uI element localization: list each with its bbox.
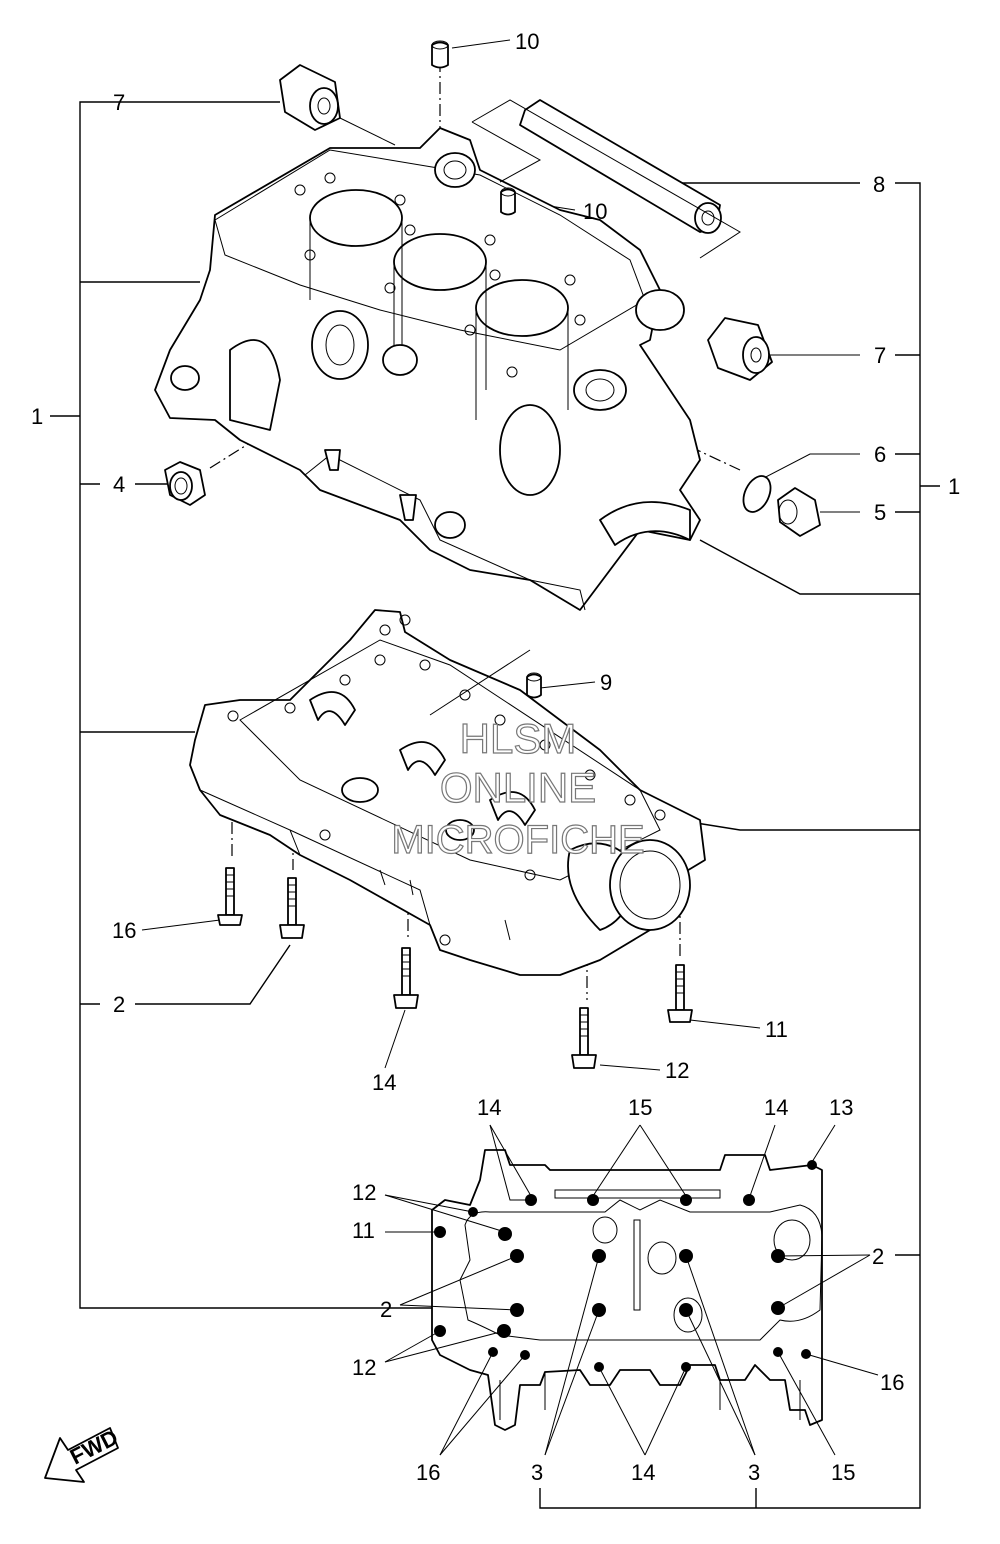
cylinder-bore-2 — [393, 233, 487, 291]
engine-mount-7-left — [279, 64, 396, 146]
callout-4: 4 — [113, 472, 125, 497]
callout-8: 8 — [873, 172, 885, 197]
callout-11-bottom: 11 — [352, 1218, 375, 1243]
callout-labels: 10 10 8 7 7 6 5 4 1 1 9 16 2 14 11 12 14… — [31, 29, 960, 1485]
callout-14-bottom-left: 14 — [477, 1095, 501, 1120]
callout-6: 6 — [874, 442, 886, 467]
engine-mount-7-right — [707, 317, 773, 381]
plug-4 — [164, 461, 206, 506]
callout-13: 13 — [829, 1095, 853, 1120]
callout-10-top: 10 — [515, 29, 539, 54]
callout-15-top: 15 — [628, 1095, 652, 1120]
upper-crankcase — [154, 127, 701, 611]
callout-1-left: 1 — [31, 404, 43, 429]
callout-14-upper: 14 — [372, 1070, 396, 1095]
callout-5: 5 — [874, 500, 886, 525]
watermark-line-2: ONLINE — [440, 764, 596, 811]
callout-14-bottom-right: 14 — [764, 1095, 788, 1120]
watermark: HLSM ONLINE MICROFICHE — [391, 714, 646, 862]
deck-bolt-holes — [294, 172, 586, 378]
watermark-line-3: MICROFICHE — [391, 818, 644, 862]
callout-16-upper: 16 — [112, 918, 136, 943]
callout-16-right: 16 — [880, 1370, 904, 1395]
fwd-label: FWD — [66, 1424, 122, 1469]
cylinder-bore-3 — [475, 279, 569, 337]
crankcase-bottom-view — [384, 1124, 879, 1456]
callout-14-bottom: 14 — [631, 1460, 655, 1485]
bolt-11 — [667, 964, 693, 1023]
dowel-pin-10-mid — [500, 187, 516, 216]
fwd-arrow-icon: FWD — [44, 1424, 122, 1483]
callout-12-upper: 12 — [665, 1058, 689, 1083]
plug-5 — [777, 487, 821, 537]
callout-10-mid: 10 — [583, 199, 607, 224]
bolt-2-lower — [279, 877, 305, 939]
bolt-14-lower — [393, 947, 419, 1009]
callout-12-lower: 12 — [352, 1355, 376, 1380]
collar-8 — [471, 99, 741, 259]
callout-15-bottom: 15 — [831, 1460, 855, 1485]
lower-crankcase — [189, 609, 706, 976]
watermark-line-1: HLSM — [460, 715, 577, 762]
callout-3-left: 3 — [531, 1460, 543, 1485]
callout-2-left: 2 — [380, 1297, 392, 1322]
cylinder-bore-1 — [309, 189, 403, 247]
callout-2-right: 2 — [872, 1244, 884, 1269]
lower-case-bosses — [227, 614, 666, 946]
bolt-12 — [571, 1007, 597, 1069]
dowel-pin-10-top — [431, 40, 449, 69]
callout-12-bottom: 12 — [352, 1180, 376, 1205]
bolt-16 — [217, 867, 243, 926]
callout-1-right: 1 — [948, 474, 960, 499]
dowel-pin-9 — [526, 672, 542, 699]
callout-11-upper: 11 — [765, 1017, 788, 1042]
bottom-leader-lines — [384, 1124, 879, 1456]
callout-16-bottom: 16 — [416, 1460, 440, 1485]
callout-9: 9 — [600, 670, 612, 695]
callout-7-right: 7 — [874, 343, 886, 368]
callout-3-right: 3 — [748, 1460, 760, 1485]
callout-7-left: 7 — [113, 90, 125, 115]
callout-2-upper: 2 — [113, 992, 125, 1017]
o-ring-6 — [742, 475, 772, 513]
